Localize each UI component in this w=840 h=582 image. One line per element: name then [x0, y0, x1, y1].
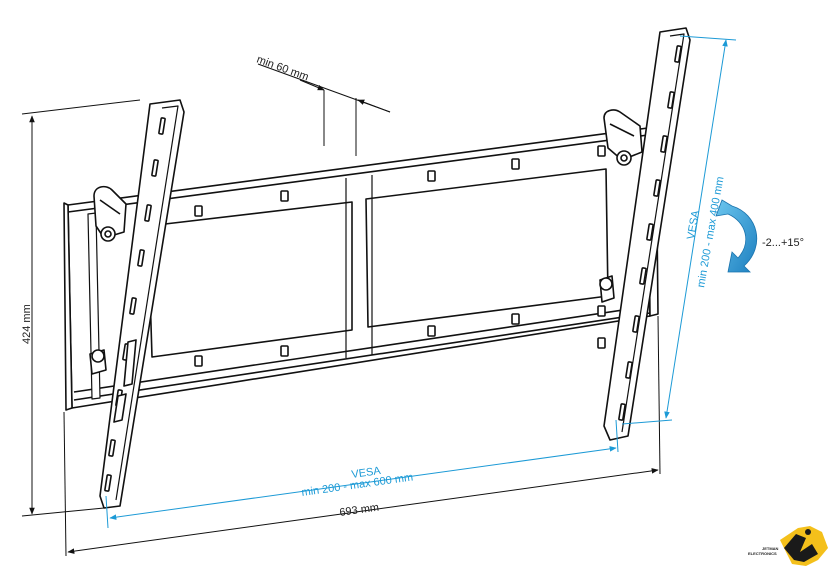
left-hook [89, 185, 127, 375]
dimension-min-depth [257, 63, 391, 156]
tilt-arrow-icon [715, 199, 758, 273]
vesa-vertical-range: min 200 - max 400 mm [695, 176, 726, 289]
logo-line-1: JETMAN [762, 546, 779, 551]
vesa-vertical-dimension [621, 35, 737, 425]
vesa-vertical-title: VESA [685, 209, 702, 241]
plate-window-left [147, 201, 353, 358]
min-depth-label: min 60 mm [255, 54, 310, 84]
right-hook [599, 109, 643, 303]
left-arm [99, 99, 185, 509]
vesa-horizontal-title: VESA [351, 465, 382, 481]
wall-plate [63, 125, 659, 411]
jetman-logo [780, 526, 828, 566]
height-label: 424 mm [21, 304, 33, 344]
plate-slots [194, 145, 606, 367]
vesa-horizontal-dimension [105, 419, 619, 529]
logo-line-2: ELECTRONICS [748, 551, 777, 556]
width-label: 693 mm [339, 502, 380, 519]
tilt-label: -2...+15° [762, 237, 804, 249]
